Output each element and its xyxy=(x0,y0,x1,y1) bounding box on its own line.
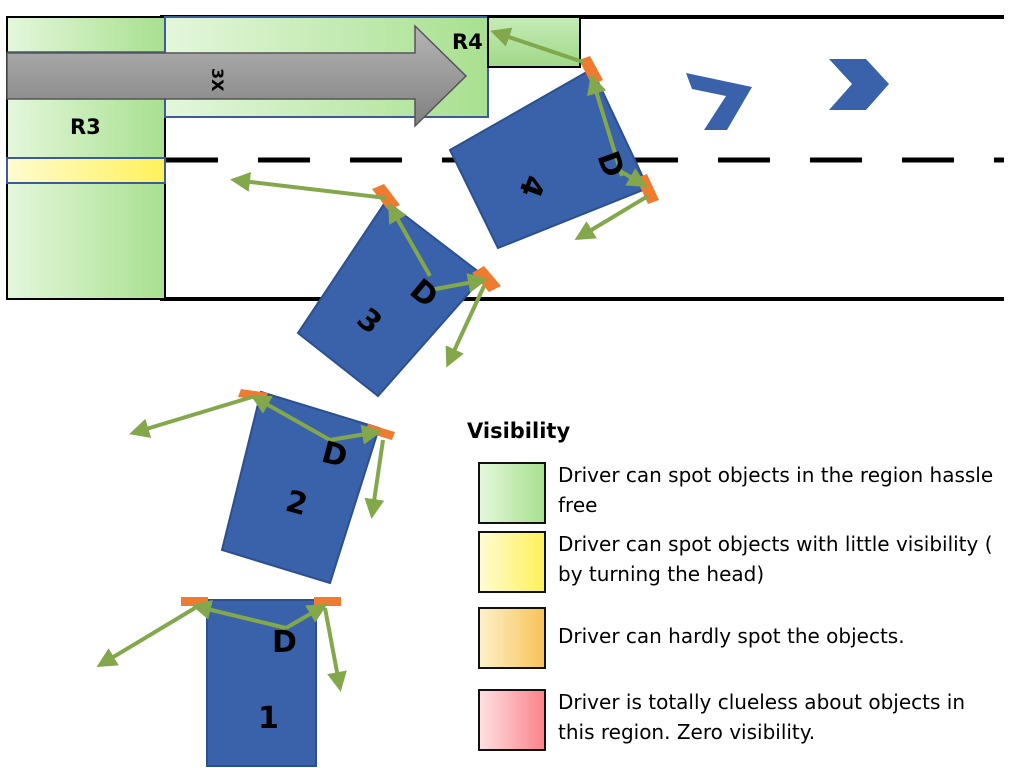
legend-swatch-red xyxy=(478,689,546,751)
car-1-sightline xyxy=(284,603,328,630)
car-1-left-mirror xyxy=(181,597,208,606)
car-1-right-mirror xyxy=(314,597,341,606)
car-4-sightline xyxy=(574,194,650,241)
legend-text: Driver is totally clueless about objects… xyxy=(558,690,966,744)
blind-spot-arrow: 3X xyxy=(6,24,468,128)
car-2-sightline xyxy=(329,424,382,445)
car-3-sightline xyxy=(445,285,486,368)
car-4-sightline xyxy=(613,166,648,188)
car-2-sightline xyxy=(250,395,331,442)
r3-label: R3 xyxy=(70,115,101,139)
gray-arrow-shape xyxy=(6,24,468,128)
car-3-body xyxy=(296,199,486,398)
legend-title: Visibility xyxy=(467,419,571,443)
car-1-driver: D xyxy=(272,625,297,660)
car-3-sightline xyxy=(388,202,432,277)
direction-chevron-icon xyxy=(686,73,752,130)
car-4-sightline xyxy=(490,27,584,64)
car-3: D 3 xyxy=(230,171,501,398)
legend-text: Driver can spot objects in the region ha… xyxy=(558,463,994,517)
legend-swatch-orange xyxy=(478,607,546,669)
car-3-sightline xyxy=(230,171,387,200)
car-1-number: 1 xyxy=(258,701,279,736)
arrow-multiplier-label: 3X xyxy=(208,68,227,92)
car-2-sightline xyxy=(129,395,253,438)
car-1: D 1 xyxy=(96,597,347,767)
car-4-sightline xyxy=(587,74,624,177)
car-1-sightline xyxy=(191,600,287,630)
car-4: D 4 xyxy=(448,27,659,250)
r3-yellow-strip xyxy=(6,157,166,184)
legend-text: Driver can hardly spot the objects. xyxy=(558,624,905,648)
car-3-sightline xyxy=(429,273,488,293)
legend-swatch-yellow xyxy=(478,531,546,593)
legend-text: Driver can spot objects with little visi… xyxy=(558,532,993,586)
car-1-sightline xyxy=(96,606,197,668)
legend-swatch-green xyxy=(478,462,546,524)
car-1-sightline xyxy=(323,607,347,692)
car-2-sightline xyxy=(364,439,385,519)
car-1-body xyxy=(206,599,317,767)
r4-label: R4 xyxy=(452,30,483,54)
car-2: D 2 xyxy=(129,389,395,585)
direction-chevron-icon xyxy=(829,59,889,110)
r4-green-region xyxy=(487,16,581,68)
